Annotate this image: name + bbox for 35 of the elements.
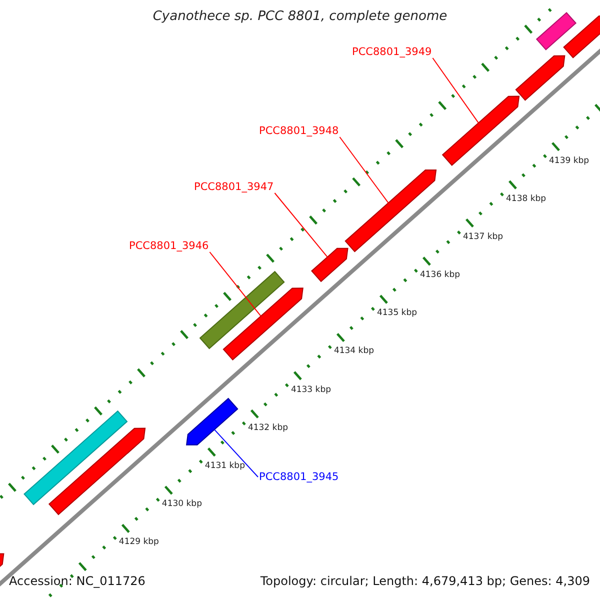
scale-label: 4133 kbp: [290, 384, 331, 395]
gene-feature-bar: [536, 12, 577, 50]
gene-label: PCC8801_3949: [352, 46, 432, 58]
scale-label: 4135 kbp: [376, 308, 418, 318]
scale-label: 4129 kbp: [118, 537, 159, 548]
scale-label: 4138 kbp: [506, 194, 546, 204]
gene-feature-bar: [24, 410, 128, 506]
scale-label: 4139 kbp: [549, 156, 590, 166]
gene-label: PCC8801_3948: [259, 125, 339, 137]
gene-label: PCC8801_3946: [129, 240, 209, 252]
gene-feature-bar: [48, 428, 146, 516]
scale-label: 4134 kbp: [334, 346, 374, 356]
gene-label: PCC8801_3945: [259, 471, 339, 483]
gene-feature-bar: [515, 55, 566, 101]
leader-line: [274, 192, 328, 258]
gene-feature-bar: [186, 398, 238, 446]
scale-label: 4137 kbp: [462, 232, 504, 242]
leader-line: [339, 136, 389, 204]
leader-line: [432, 58, 479, 124]
gene-feature-bar: [199, 270, 285, 350]
gene-feature-bar: [442, 96, 520, 166]
accession-text: Accession: NC_011726: [9, 574, 146, 588]
leader-line: [209, 252, 262, 317]
scale-label: 4132 kbp: [248, 422, 288, 433]
genome-info-text: Topology: circular; Length: 4,679,413 bp; Genes: 4,309: [260, 574, 590, 588]
title: Cyanothece sp. PCC 8801, complete genome: [152, 9, 448, 24]
gene-feature-bar: [222, 288, 304, 360]
scale-label: 4136 kbp: [420, 270, 460, 280]
gene-feature-bar: [563, 15, 600, 58]
leader-line: [214, 429, 258, 478]
gene-label: PCC8801_3947: [194, 181, 274, 193]
gene-feature-bar: [310, 248, 348, 282]
scale-label: 4131 kbp: [204, 461, 245, 472]
gene-feature-bar: [344, 169, 437, 252]
scale-label: 4130 kbp: [162, 499, 202, 510]
